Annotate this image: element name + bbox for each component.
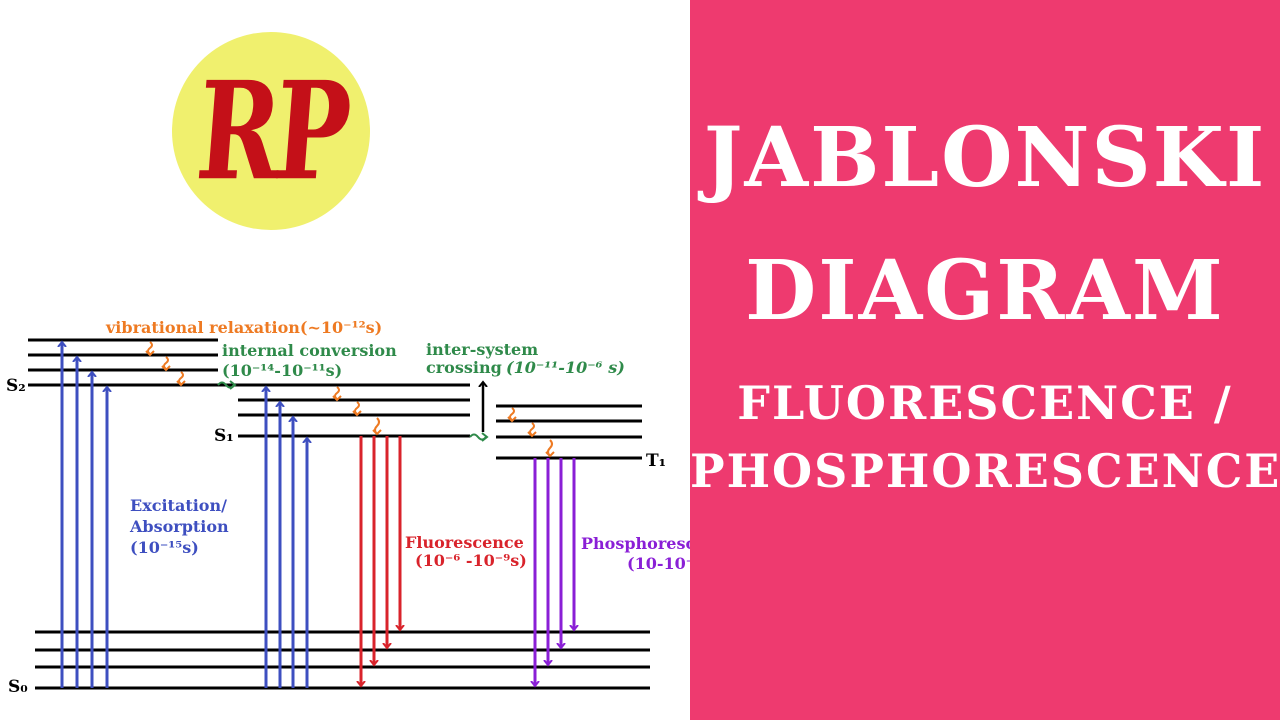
t1-label: T₁ (646, 451, 666, 471)
diagram-panel: RP (6, 32, 690, 697)
title-jablonski: JABLONSKI (703, 110, 1267, 206)
title-fluorescence: FLUORESCENCE / (737, 376, 1233, 430)
t1-levels (496, 404, 642, 460)
internal-conversion-time: (10⁻¹⁴-10⁻¹¹s) (222, 361, 342, 380)
excitation-label-1: Excitation/ (130, 496, 227, 515)
fluorescence-label: Fluorescence (405, 533, 524, 552)
s1-label: S₁ (214, 426, 234, 446)
phosphorescence-label: Phosphorescence (581, 534, 690, 553)
vibrational-relaxation-label: vibrational relaxation(~10⁻¹²s) (105, 318, 382, 337)
isc-label-2: crossing (426, 358, 502, 377)
title-diagram: DIAGRAM (745, 243, 1225, 339)
internal-conversion-label: internal conversion (222, 341, 397, 360)
isc-label-1: inter-system (426, 340, 538, 359)
title-panel: JABLONSKI DIAGRAM FLUORESCENCE / PHOSPHO… (690, 0, 1280, 720)
isc-time: (10⁻¹¹-10⁻⁶ s) (506, 358, 625, 377)
s1-levels (238, 398, 470, 438)
fluorescence-time: (10⁻⁶ -10⁻⁹s) (415, 551, 527, 570)
intersystem-crossing-arrows (469, 382, 489, 442)
rp-logo: RP (172, 32, 370, 230)
s0-label: S₀ (8, 677, 28, 697)
vibrational-relaxation-arrows (145, 341, 555, 458)
phosphorescence-time: (10-10⁻³s) (627, 554, 690, 573)
absorption-arrows-s2 (62, 342, 107, 688)
excitation-time: (10⁻¹⁵s) (130, 538, 199, 557)
s0-levels (35, 630, 650, 690)
absorption-arrows-s1 (266, 387, 307, 688)
title-phosphorescence: PHOSPHORESCENCE (690, 444, 1280, 498)
s2-levels (28, 338, 470, 387)
excitation-label-2: Absorption (129, 517, 229, 536)
jablonski-diagram: S₂ S₁ T₁ S₀ vibrational relaxation(~10⁻¹… (6, 318, 690, 697)
s2-label: S₂ (6, 376, 26, 396)
phosphorescence-arrows (535, 458, 574, 686)
fluorescence-arrows (361, 436, 400, 686)
internal-conversion-arrow (217, 380, 237, 390)
